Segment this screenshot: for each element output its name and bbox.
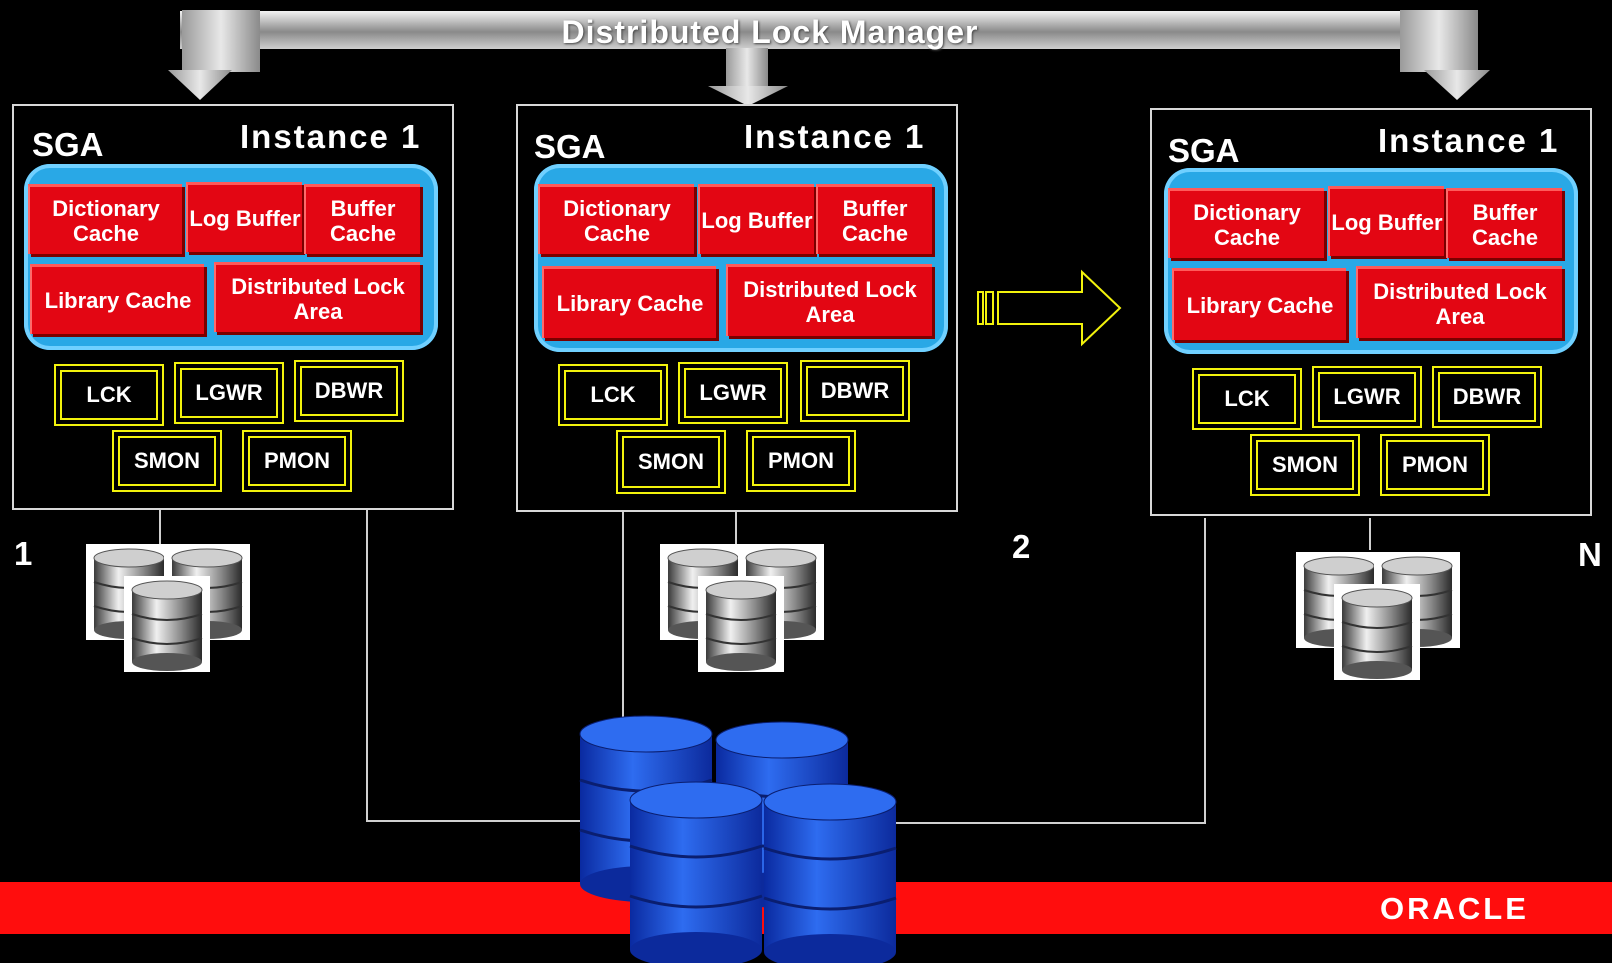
arrow-down-icon xyxy=(168,10,260,100)
node-number: 1 xyxy=(14,535,33,572)
process-lck: LCK xyxy=(54,364,164,426)
instance-box-1 xyxy=(12,104,454,510)
sga-label: SGA xyxy=(534,128,606,165)
buffer-cache: Buffer Cache xyxy=(1446,188,1562,258)
shared-database-icon xyxy=(578,714,898,963)
library-cache: Library Cache xyxy=(30,264,204,334)
instance-box-2 xyxy=(516,104,958,512)
process-dbwr: DBWR xyxy=(294,360,404,422)
connector-line xyxy=(366,508,368,822)
distributed-lock-area: Distributed Lock Area xyxy=(726,264,932,336)
buffer-cache: Buffer Cache xyxy=(816,184,932,254)
connector-line xyxy=(735,512,737,546)
arrow-down-icon xyxy=(708,48,788,106)
connector-line xyxy=(622,512,624,722)
local-disks-icon xyxy=(85,543,251,673)
process-smon: SMON xyxy=(112,430,222,492)
process-lck: LCK xyxy=(558,364,668,426)
instance-label: Instance 1 xyxy=(744,118,926,155)
distributed-lock-area: Distributed Lock Area xyxy=(1356,266,1562,338)
node-number: 2 xyxy=(1012,528,1031,565)
dlm-title: Distributed Lock Manager xyxy=(561,14,979,50)
library-cache: Library Cache xyxy=(542,266,716,338)
arrow-down-icon xyxy=(1400,10,1490,100)
distributed-lock-area: Distributed Lock Area xyxy=(214,262,420,332)
process-lgwr: LGWR xyxy=(678,362,788,424)
sga-label: SGA xyxy=(32,126,104,163)
process-smon: SMON xyxy=(1250,434,1360,496)
dictionary-cache: Dictionary Cache xyxy=(28,184,182,254)
instance-label: Instance 1 xyxy=(1378,122,1560,159)
dictionary-cache: Dictionary Cache xyxy=(1168,188,1324,258)
process-lck: LCK xyxy=(1192,368,1302,430)
connector-line xyxy=(159,508,161,546)
process-pmon: PMON xyxy=(746,430,856,492)
buffer-cache: Buffer Cache xyxy=(304,184,420,254)
connector-line xyxy=(1204,518,1206,824)
process-lgwr: LGWR xyxy=(174,362,284,424)
oracle-logo: ORACLE xyxy=(1380,891,1529,926)
process-smon: SMON xyxy=(616,430,726,494)
library-cache: Library Cache xyxy=(1172,268,1346,340)
dictionary-cache: Dictionary Cache xyxy=(538,184,694,254)
log-buffer: Log Buffer xyxy=(698,184,814,254)
process-lgwr: LGWR xyxy=(1312,366,1422,428)
dlm-arrows xyxy=(168,10,1490,106)
connector-line xyxy=(890,822,1206,824)
log-buffer: Log Buffer xyxy=(186,182,302,252)
sga-label: SGA xyxy=(1168,132,1240,169)
local-disks-icon xyxy=(659,543,825,673)
local-disks-icon xyxy=(1295,551,1461,681)
connector-line xyxy=(1369,518,1371,550)
log-buffer: Log Buffer xyxy=(1328,186,1444,256)
process-dbwr: DBWR xyxy=(1432,366,1542,428)
arrow-right-icon xyxy=(977,269,1122,347)
process-dbwr: DBWR xyxy=(800,360,910,422)
instance-box-n xyxy=(1150,108,1592,516)
process-pmon: PMON xyxy=(242,430,352,492)
node-number: N xyxy=(1578,536,1602,573)
process-pmon: PMON xyxy=(1380,434,1490,496)
connector-line xyxy=(366,820,618,822)
instance-label: Instance 1 xyxy=(240,118,422,155)
